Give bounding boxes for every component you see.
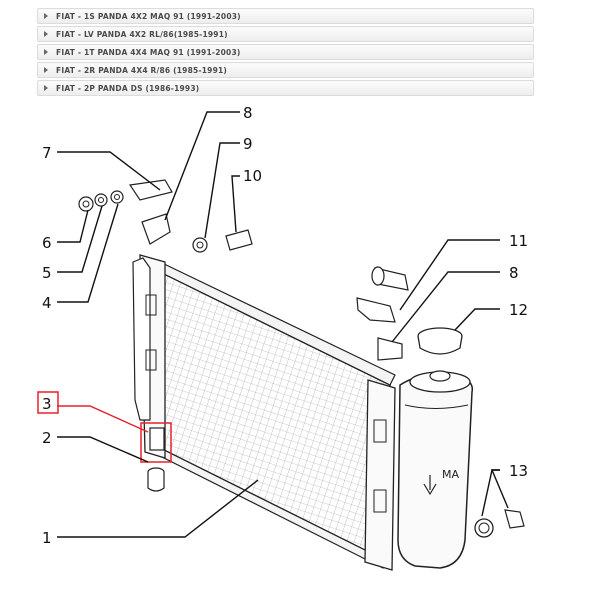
drain-plug[interactable] bbox=[147, 427, 165, 492]
drain-screw[interactable] bbox=[474, 509, 525, 538]
radiator-core[interactable] bbox=[159, 261, 396, 569]
chevron-right-icon bbox=[44, 31, 48, 37]
callout-9[interactable]: 9 bbox=[243, 135, 253, 153]
highlight-box bbox=[140, 422, 172, 463]
callout-6[interactable]: 6 bbox=[42, 234, 52, 252]
chevron-right-icon bbox=[44, 49, 48, 55]
callout-8-right[interactable]: 8 bbox=[509, 264, 519, 282]
callout-3-highlight bbox=[37, 391, 59, 414]
callout-12[interactable]: 12 bbox=[509, 301, 528, 319]
callout-13[interactable]: 13 bbox=[509, 462, 528, 480]
left-tank[interactable] bbox=[132, 254, 166, 459]
callout-11[interactable]: 11 bbox=[509, 232, 528, 250]
callout-10[interactable]: 10 bbox=[243, 167, 262, 185]
model-item-2r-panda[interactable]: FIAT - 2R PANDA 4X4 R/86 (1985-1991) bbox=[37, 62, 534, 78]
callout-4[interactable]: 4 bbox=[42, 294, 52, 312]
model-item-label: FIAT - 2P PANDA DS (1986-1993) bbox=[56, 83, 200, 93]
leader-lines bbox=[57, 111, 509, 538]
callout-2[interactable]: 2 bbox=[42, 429, 52, 447]
model-item-label: FIAT - 1S PANDA 4X2 MAQ 91 (1991-2003) bbox=[56, 11, 241, 21]
temperature-sensor[interactable] bbox=[192, 229, 253, 253]
callout-labels: 7 6 5 4 3 2 1 8 9 10 11 8 12 13 bbox=[42, 104, 528, 547]
callout-1[interactable]: 1 bbox=[42, 529, 52, 547]
hose-fitting[interactable] bbox=[371, 266, 409, 291]
model-item-label: FIAT - 2R PANDA 4X4 R/86 (1985-1991) bbox=[56, 65, 228, 75]
model-item-1t-panda[interactable]: FIAT - 1T PANDA 4X4 MAQ 91 (1991-2003) bbox=[37, 44, 534, 60]
model-item-label: FIAT - LV PANDA 4X2 RL/86(1985-1991) bbox=[56, 29, 228, 39]
expansion-tank[interactable]: MA bbox=[397, 370, 474, 569]
chevron-right-icon bbox=[44, 85, 48, 91]
chevron-right-icon bbox=[44, 13, 48, 19]
chevron-right-icon bbox=[44, 67, 48, 73]
callout-7[interactable]: 7 bbox=[42, 144, 52, 162]
model-item-lv-panda[interactable]: FIAT - LV PANDA 4X2 RL/86(1985-1991) bbox=[37, 26, 534, 42]
right-tank[interactable] bbox=[364, 379, 396, 571]
model-item-2p-panda[interactable]: FIAT - 2P PANDA DS (1986-1993) bbox=[37, 80, 534, 96]
callout-5[interactable]: 5 bbox=[42, 264, 52, 282]
callout-3[interactable]: 3 bbox=[42, 395, 52, 413]
callout-8-top[interactable]: 8 bbox=[243, 104, 253, 122]
washer-nut-group[interactable] bbox=[78, 190, 124, 212]
bracket-right[interactable] bbox=[356, 297, 403, 361]
bracket-top[interactable] bbox=[128, 179, 173, 245]
filler-cap[interactable] bbox=[417, 327, 463, 355]
model-item-1s-panda[interactable]: FIAT - 1S PANDA 4X2 MAQ 91 (1991-2003) bbox=[37, 8, 534, 24]
radiator-parts-diagram: MA bbox=[37, 104, 528, 571]
tank-mark: MA bbox=[442, 468, 459, 481]
model-list: FIAT - 1S PANDA 4X2 MAQ 91 (1991-2003) F… bbox=[37, 8, 534, 98]
model-item-label: FIAT - 1T PANDA 4X4 MAQ 91 (1991-2003) bbox=[56, 47, 241, 57]
